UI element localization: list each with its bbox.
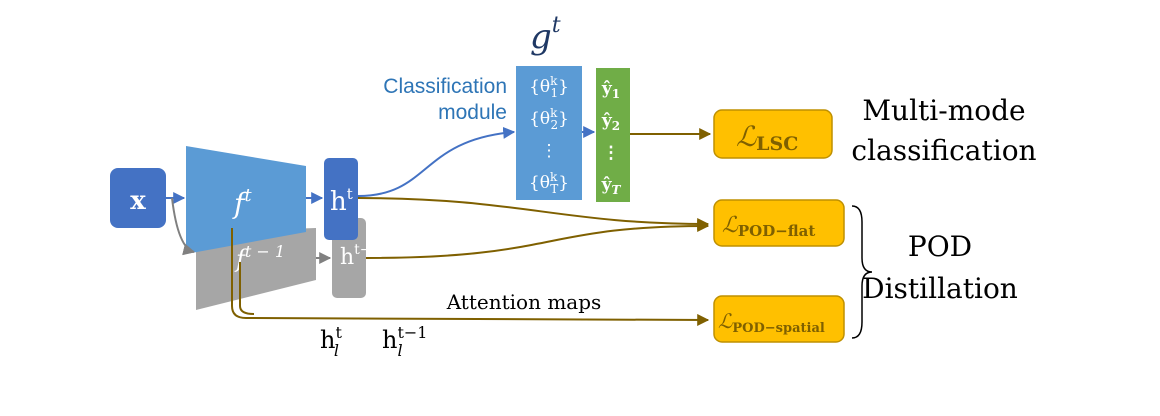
arrow-ht-to-podflat <box>357 197 710 230</box>
current-encoder-shape <box>186 146 306 254</box>
pod-label-line1: POD <box>908 230 972 263</box>
loss-lsc-box <box>713 109 833 159</box>
arrow-ht1-to-podflat <box>365 220 710 259</box>
output-row-T: ŷT <box>601 175 622 197</box>
loss-podspatial-label: ℒPOD−spatial <box>718 309 825 336</box>
current-feature-label: ht <box>330 185 353 217</box>
pod-label-line2: Distillation <box>862 272 1018 305</box>
old-encoder-shape <box>196 228 316 310</box>
arrow-ht-to-classifier <box>357 126 516 197</box>
current-feature-box <box>324 158 358 240</box>
proxies-box <box>516 66 582 200</box>
input-box <box>110 168 166 228</box>
output-row-dots: ⋮ <box>603 143 620 163</box>
pod-brace <box>851 205 873 339</box>
attention-maps-label: Attention maps <box>446 290 602 314</box>
output-row-2: ŷ2 <box>601 111 620 133</box>
old-feature-label: ht−1 <box>340 242 380 270</box>
arrow-hl-to-podspatial <box>231 228 710 326</box>
loss-podspatial-box <box>713 295 845 343</box>
old-encoder-label: ft − 1 <box>234 242 285 273</box>
loss-lsc-label: ℒLSC <box>736 120 798 155</box>
multimode-label-line2: classification <box>851 134 1036 167</box>
title-g: gt <box>530 13 561 57</box>
loss-podflat-box <box>713 199 845 247</box>
output-row-1: ŷ1 <box>601 79 620 101</box>
outputs-box <box>596 68 630 202</box>
outputs-list: ŷ1 ŷ2 ⋮ ŷT <box>601 79 622 197</box>
loss-podflat-label: ℒPOD−flat <box>722 213 815 240</box>
line-hl1-to-podspatial <box>239 262 255 315</box>
classification-module-label-line1: Classification <box>383 75 507 98</box>
arrow-x-to-ft1 <box>171 197 196 256</box>
classification-module-label-line2: module <box>438 101 507 124</box>
proxy-row-dots: ⋮ <box>541 141 558 161</box>
input-label: x <box>130 186 146 216</box>
multimode-label-line1: Multi-mode <box>862 94 1025 127</box>
